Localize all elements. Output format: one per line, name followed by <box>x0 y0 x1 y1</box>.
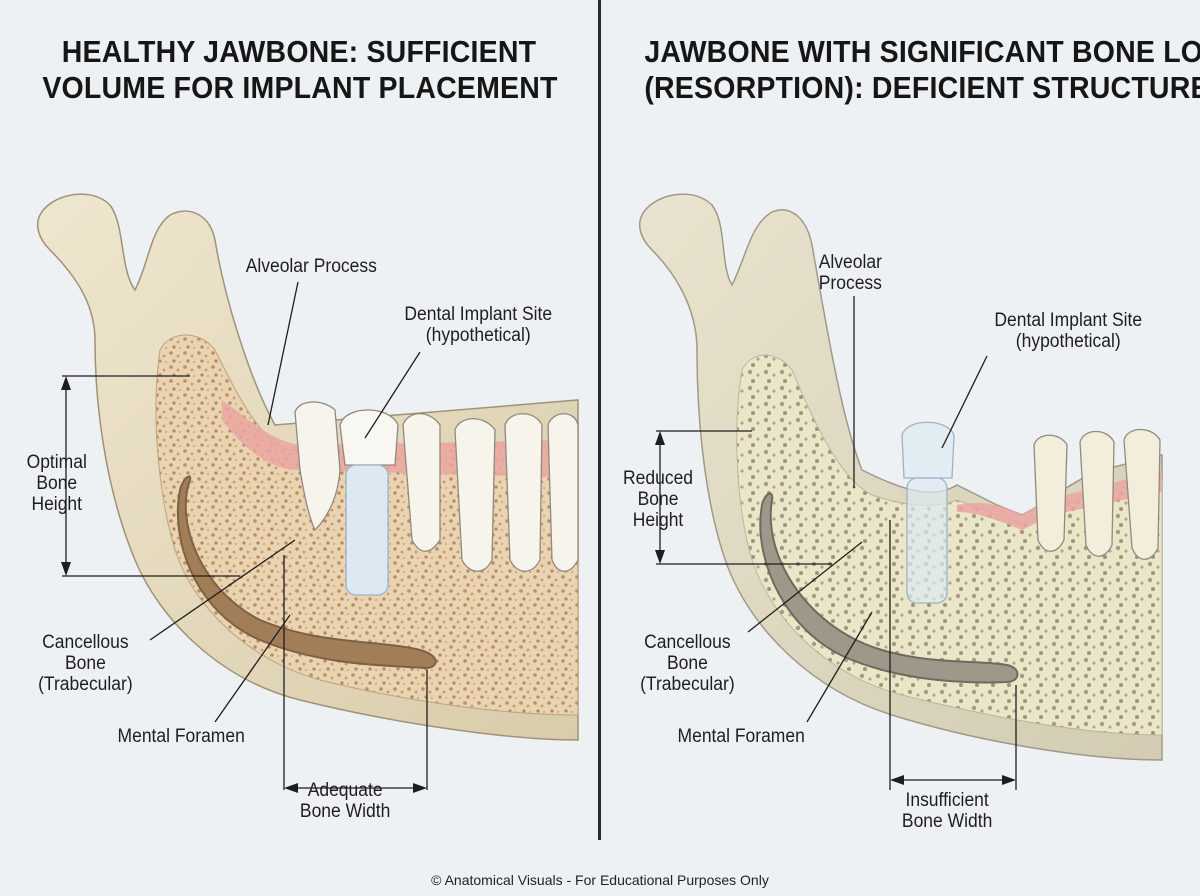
remaining-teeth <box>1033 428 1161 560</box>
label-alveolar-process: Alveolar Process <box>245 256 377 277</box>
label-cancellous-bone: Cancellous Bone (Trabecular) <box>38 632 133 695</box>
implant-screw-outline <box>906 477 948 604</box>
label-dental-implant-site: Dental Implant Site (hypothetical) <box>404 304 553 346</box>
healthy-jaw-illustration <box>37 193 579 793</box>
teeth <box>294 401 579 572</box>
implant-crown-outline <box>901 421 955 479</box>
label-insufficient-bone-width: Insufficient Bone Width <box>901 790 993 832</box>
label-adequate-bone-width: Adequate Bone Width <box>299 780 391 822</box>
resorbed-mandibular-canal <box>759 492 1019 684</box>
bone-loss-jawbone-panel: JAWBONE WITH SIGNIFICANT BONE LOSS (RESO… <box>602 0 1200 860</box>
copyright-footer: © Anatomical Visuals - For Educational P… <box>431 872 769 888</box>
implant-screw <box>345 464 389 596</box>
label-mental-foramen: Mental Foramen <box>677 726 805 747</box>
panel-divider <box>598 0 601 840</box>
label-optimal-bone-height: Optimal Bone Height <box>26 452 87 515</box>
healthy-jawbone-panel: HEALTHY JAWBONE: SUFFICIENT VOLUME FOR I… <box>0 0 598 860</box>
healthy-jawbone-title: HEALTHY JAWBONE: SUFFICIENT VOLUME FOR I… <box>42 34 558 105</box>
label-cancellous-bone: Cancellous Bone (Trabecular) <box>640 632 735 695</box>
implant-crown <box>339 409 399 466</box>
bone-loss-jawbone-title: JAWBONE WITH SIGNIFICANT BONE LOSS (RESO… <box>644 34 1200 105</box>
label-alveolar-process: Alveolar Process <box>818 252 882 294</box>
label-dental-implant-site: Dental Implant Site (hypothetical) <box>994 310 1143 352</box>
label-reduced-bone-height: Reduced Bone Height <box>623 468 694 531</box>
label-mental-foramen: Mental Foramen <box>117 726 245 747</box>
resorbed-jaw-illustration <box>639 193 1163 790</box>
mandibular-canal <box>176 475 437 670</box>
